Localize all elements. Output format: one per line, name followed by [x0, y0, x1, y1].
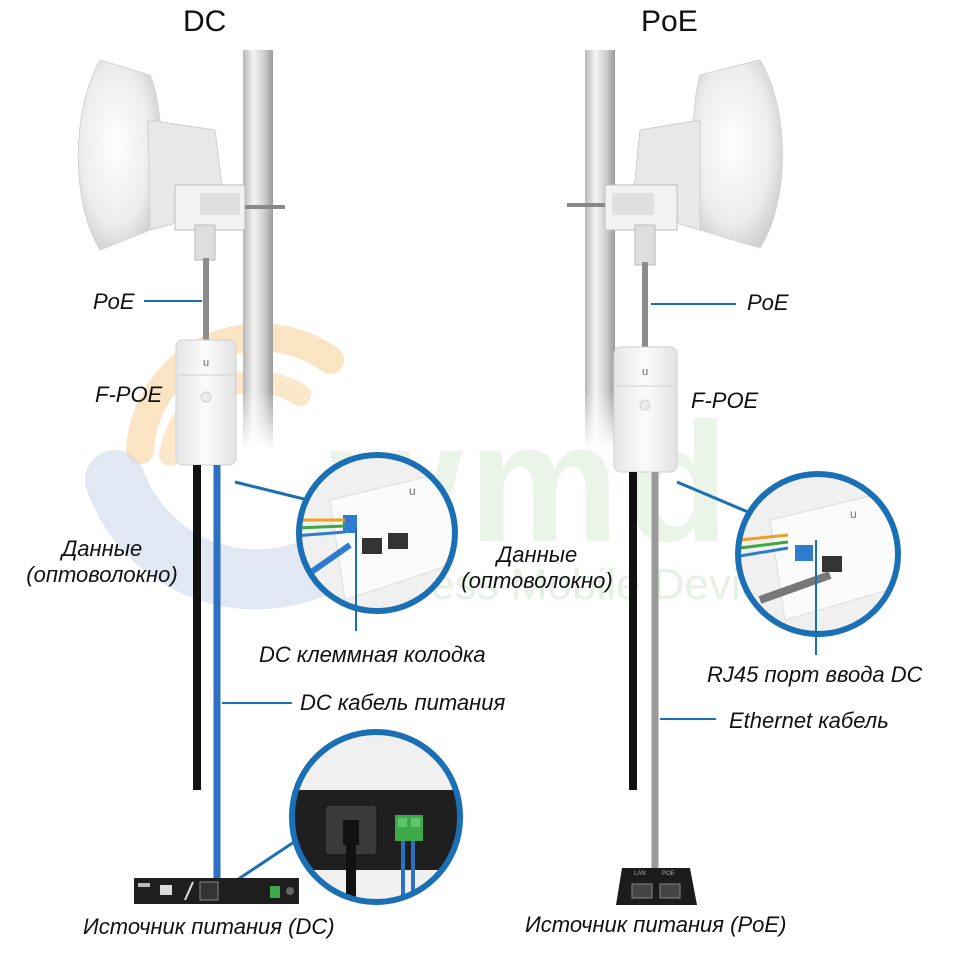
right-dish-antenna	[567, 59, 783, 266]
injector-port-lan-label: LAN	[634, 871, 646, 877]
right-poe-injector	[616, 868, 697, 905]
svg-text:u: u	[850, 507, 857, 521]
right-data-label-line2: (оптоволокно)	[461, 568, 613, 593]
left-zoom-terminal: u	[296, 452, 458, 631]
right-ethernet-label: Ethernet кабель	[729, 708, 889, 733]
right-pole	[585, 50, 615, 450]
right-fpoe-label: F-POE	[691, 388, 759, 413]
svg-text:u: u	[409, 484, 416, 498]
left-pole	[243, 50, 273, 450]
left-fpoe-label: F-POE	[95, 382, 163, 407]
right-fpoe-box: u	[613, 346, 678, 473]
left-terminal-label: DC клеммная колодка	[259, 642, 486, 667]
right-box-pointer	[676, 480, 749, 514]
right-rj45-label: RJ45 порт ввода DC	[707, 662, 923, 687]
left-dc-cable-label: DC кабель питания	[300, 690, 506, 715]
left-box-pointer	[234, 480, 309, 502]
right-header: PoE	[641, 5, 698, 38]
svg-text:u: u	[642, 366, 648, 378]
right-data-label-line1: Данные	[496, 542, 578, 567]
left-header: DC	[183, 5, 227, 38]
left-data-label-line2: (оптоволокно)	[26, 562, 178, 587]
left-fpoe-box: u	[175, 339, 237, 466]
svg-text:u: u	[203, 357, 209, 369]
right-poe-label: PoE	[747, 290, 789, 315]
left-zoom-psu	[289, 729, 463, 905]
right-power-label: Источник питания (PoE)	[525, 912, 787, 937]
left-power-supply	[134, 878, 299, 904]
left-power-label: Источник питания (DC)	[83, 914, 335, 939]
left-psu-pointer	[236, 836, 301, 882]
left-dish-antenna	[77, 59, 285, 261]
left-data-label-line1: Данные	[61, 536, 143, 561]
left-data-label: Данные (оптоволокно)	[17, 536, 187, 588]
injector-port-poe-label: POE	[662, 871, 675, 877]
right-zoom-rj45: u	[735, 471, 901, 655]
left-poe-label: PoE	[93, 289, 135, 314]
right-data-label: Данные (оптоволокно)	[452, 542, 622, 594]
